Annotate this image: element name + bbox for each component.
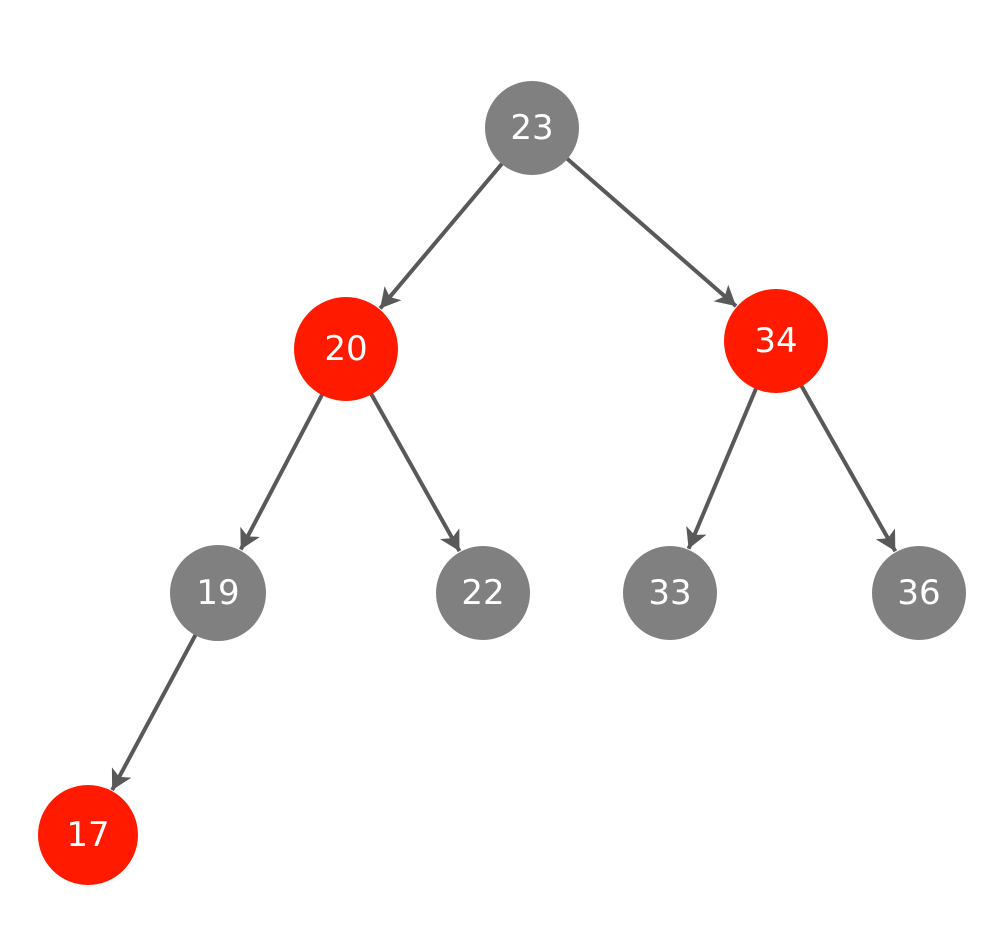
edge-23-to-34	[564, 156, 738, 308]
tree-node-34: 34	[724, 289, 828, 393]
tree-node-33: 33	[623, 546, 717, 640]
node-circle-34	[724, 289, 828, 393]
tree-node-20: 20	[294, 297, 398, 401]
node-label-19: 19	[196, 573, 239, 613]
edge-20-to-22	[368, 391, 462, 553]
node-label-36: 36	[897, 573, 940, 613]
edge-34-to-36	[798, 383, 898, 553]
tree-node-22: 22	[436, 546, 530, 640]
edge-34-to-33	[686, 386, 759, 550]
node-label-23: 23	[510, 108, 553, 148]
edge-23-to-20	[378, 161, 505, 310]
node-circle-22	[436, 546, 530, 640]
tree-node-17: 17	[38, 785, 138, 885]
node-label-33: 33	[648, 573, 691, 613]
node-circle-36	[872, 546, 966, 640]
edges-layer	[110, 156, 898, 792]
node-circle-23	[485, 81, 579, 175]
tree-node-19: 19	[170, 545, 266, 641]
tree-node-23: 23	[485, 81, 579, 175]
nodes-layer: 23 20 34 19 22 33 36 17	[38, 81, 966, 885]
node-label-34: 34	[754, 321, 797, 361]
node-circle-17	[38, 785, 138, 885]
node-circle-19	[170, 545, 266, 641]
tree-node-36: 36	[872, 546, 966, 640]
node-circle-33	[623, 546, 717, 640]
node-label-17: 17	[66, 815, 109, 855]
node-label-20: 20	[324, 329, 367, 369]
edge-20-to-19	[238, 392, 325, 551]
edge-19-to-17	[110, 632, 198, 792]
node-circle-20	[294, 297, 398, 401]
node-label-22: 22	[461, 573, 504, 613]
